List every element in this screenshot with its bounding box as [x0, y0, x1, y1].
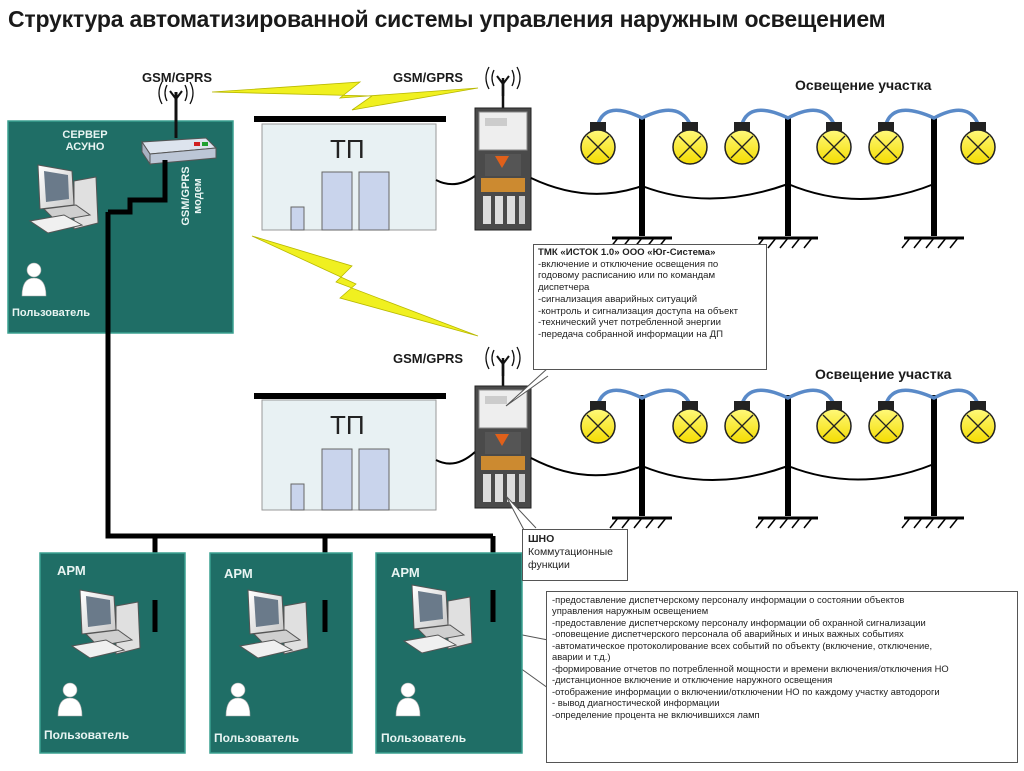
- antenna-icon: [157, 80, 195, 113]
- lamp-icon: [672, 121, 708, 165]
- tmk-line: -включение и отключение освещения по: [538, 258, 719, 270]
- lamp-icon: [724, 400, 760, 444]
- tmk-line: годовому расписанию или по командам: [538, 270, 716, 282]
- gsm-label-top: GSM/GPRS: [393, 70, 464, 85]
- antenna-icon: [484, 345, 522, 378]
- page-title: Структура автоматизированной системы упр…: [8, 6, 886, 32]
- tp-door-bottom-right: [358, 448, 390, 511]
- functions-line: -дистанционное включение и отключение на…: [552, 674, 833, 686]
- functions-info-box: -предоставление диспетчерскому персоналу…: [546, 591, 1018, 763]
- lightning-bolt-top: [211, 81, 479, 111]
- cabinet-bottom: [474, 385, 532, 509]
- functions-line: -предоставление диспетчерскому персоналу…: [552, 594, 905, 605]
- tmk-line: -контроль и сигнализация доступа на объе…: [538, 305, 739, 317]
- modem-label: GSM/GPRS модем: [180, 156, 204, 236]
- functions-line: -автоматическое протоколирование всех со…: [552, 639, 933, 651]
- arm-panel-3: [375, 552, 523, 754]
- server-label-line1: СЕРВЕР: [62, 129, 108, 141]
- tmk-line: -технический учет потребленной энергии: [538, 317, 721, 329]
- tp-window-bottom: [290, 483, 305, 511]
- server-label-line2: АСУНО: [65, 141, 105, 153]
- functions-line: управления наружным освещением: [552, 605, 709, 617]
- lamp-icon: [816, 121, 852, 165]
- lamp-icon: [868, 121, 904, 165]
- functions-line: -отображение информации о включении/откл…: [552, 685, 940, 697]
- arm-user-label-3: Пользователь: [381, 731, 467, 745]
- tmk-info-box: ТМК «ИСТОК 1.0» ООО «Юг-Система» -включе…: [533, 244, 767, 370]
- shno-line: Коммутационные: [528, 545, 613, 558]
- modem-label-line1: GSM/GPRS: [180, 166, 192, 226]
- lamp-icon: [960, 121, 996, 165]
- server-user-label: Пользователь: [12, 307, 91, 319]
- gsm-modem-icon: [141, 137, 218, 166]
- lightning-bolt-diagonal: [251, 235, 479, 337]
- gsm-label-middle: GSM/GPRS: [393, 351, 464, 366]
- cabinet-top: [474, 107, 532, 231]
- functions-line: -оповещение диспетчерского персонала об …: [552, 628, 904, 640]
- arm-label-2: АРМ: [224, 566, 253, 581]
- lamp-icon: [816, 400, 852, 444]
- tmk-line: диспетчера: [538, 282, 590, 294]
- lighting-zone-bottom: [530, 388, 996, 530]
- lamp-icon: [960, 400, 996, 444]
- cable-tp-to-cabinet-bottom: [435, 451, 476, 465]
- lighting-zone-top: [530, 108, 996, 250]
- gsm-label-server: GSM/GPRS: [142, 70, 213, 85]
- shno-line: функции: [528, 558, 570, 571]
- lamp-icon: [724, 121, 760, 165]
- shno-info-box: ШНО Коммутационные функции: [522, 529, 628, 581]
- modem-label-line2: модем: [192, 178, 204, 214]
- zone-label-top: Освещение участка: [795, 77, 932, 93]
- tp-window-top: [290, 206, 305, 231]
- server-label: СЕРВЕР АСУНО: [55, 129, 115, 153]
- lamp-icon: [580, 121, 616, 165]
- tp-door-top-right: [358, 171, 390, 231]
- functions-line: -определение процента не включившихся ла…: [552, 708, 760, 720]
- callout-pointer-tmk: [505, 367, 549, 407]
- tp-door-top-left: [321, 171, 353, 231]
- tmk-line: -передача собранной информации на ДП: [538, 328, 723, 340]
- arm-user-label-2: Пользователь: [214, 731, 300, 745]
- tp-door-bottom-left: [321, 448, 353, 511]
- tmk-header: ТМК «ИСТОК 1.0» ООО «Юг-Система»: [538, 247, 716, 258]
- cable-server-to-modem: [108, 160, 168, 215]
- arm-label-3: АРМ: [391, 565, 420, 580]
- functions-line: - вывод диагностической информации: [552, 697, 720, 709]
- arm-user-label-1: Пользователь: [44, 728, 130, 742]
- lamp-icon: [580, 400, 616, 444]
- cable-tp-to-cabinet-top: [435, 175, 476, 186]
- arm-label-1: АРМ: [57, 563, 86, 578]
- functions-line: аварии и т.д.): [552, 651, 611, 663]
- cable-main-bus: [105, 212, 493, 539]
- antenna-icon: [484, 65, 522, 98]
- zone-label-bottom: Освещение участка: [815, 366, 952, 382]
- shno-header: ШНО: [528, 533, 555, 545]
- callout-pointer-shno: [505, 495, 537, 531]
- lamp-icon: [672, 400, 708, 444]
- tp-label-bottom: ТП: [330, 410, 365, 440]
- functions-line: -предоставление диспетчерскому персоналу…: [552, 616, 926, 628]
- tmk-line: -сигнализация аварийных ситуаций: [538, 293, 698, 305]
- lamp-icon: [868, 400, 904, 444]
- tp-label-top: ТП: [330, 134, 365, 164]
- functions-line: -формирование отчетов по потребленной мо…: [552, 662, 949, 674]
